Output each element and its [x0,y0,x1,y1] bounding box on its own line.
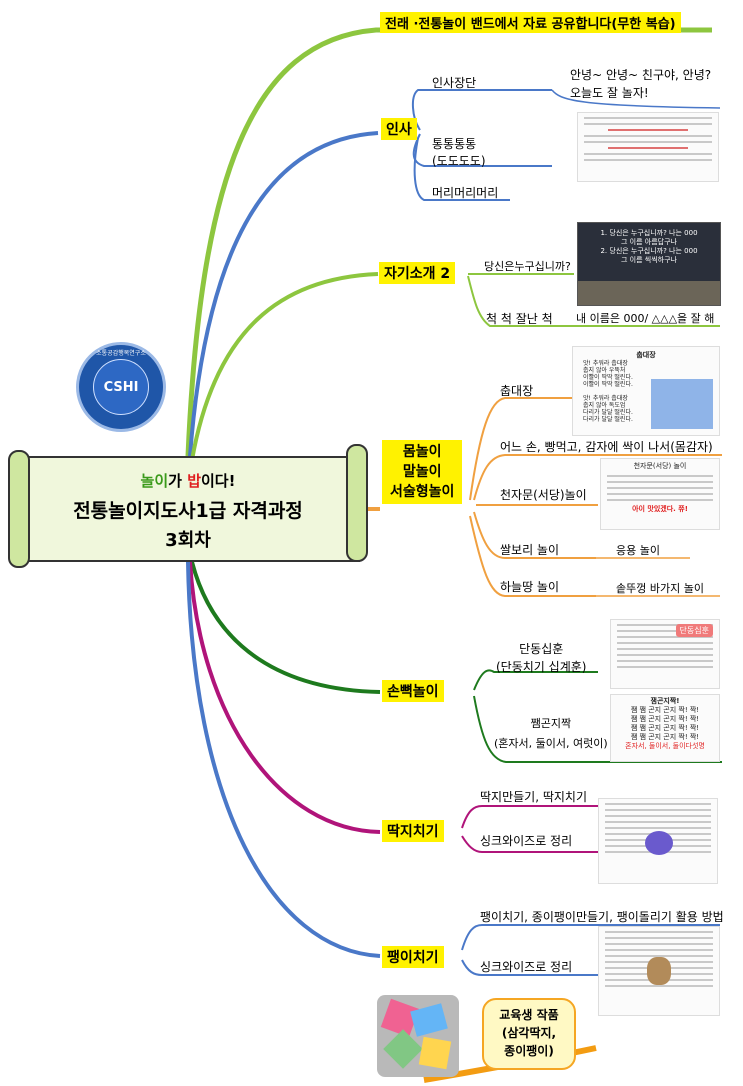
body-item-2[interactable]: 어느 손, 빵먹고, 감자에 싹이 나서(몸감자) [500,440,713,454]
intro-class-photo: 1. 당신은 누구십니까? 나는 000 그 이름 아름답구나 2. 당신은 누… [577,222,721,306]
logo-ring-text: 소통공감행복연구소 [96,350,146,357]
logo-text: CSHI [93,359,149,415]
chudaejang-thumb-title: 춥대장 [636,351,656,359]
greeting-item-1[interactable]: 인사장단 [432,76,477,90]
central-slogan: 놀이가 밥이다! [18,470,358,491]
link-top-branch [185,27,712,457]
paengi-mindmap-thumbnail [598,926,720,1016]
jam-line-3: 쨈 쨈 곤지 곤지 짝! 짝! [630,724,700,732]
topic-greeting[interactable]: 인사 [381,118,417,140]
topic-ddakji[interactable]: 딱지치기 [382,820,444,842]
thousand-thumb-red: 아이 맛있겠다. 쮸! [632,505,688,513]
topic-paengi[interactable]: 팽이치기 [382,946,444,968]
chudaejang-thumbnail: 춥대장 앗! 추워라 춥대장 춥지 않아 우뚝처 이빨이 딱딱 떨린다. 이빨이… [572,346,720,436]
thousand-char-thumbnail: 천자문(서당) 놀이 아이 맛있겠다. 쮸! [600,458,720,530]
link-paengi [186,561,381,958]
slogan-end: 이다! [201,472,236,490]
student-works-bubble[interactable]: 교육생 작품 (삼각딱지, 종이팽이) [482,998,576,1070]
link-hand-1 [473,669,598,691]
greeting-note: 안녕~ 안녕~ 친구야, 안녕? 오늘도 잘 놀자! [570,68,712,100]
intro-item-2[interactable]: 척 척 잘난 척 [486,312,553,326]
link-hand [190,561,381,694]
link-intro [190,272,379,461]
slogan-rice: 밥 [187,472,201,490]
jam-thumbnail: 잼곤지짝! 쨈 쨈 곤지 곤지 짝! 짝! 쨈 쨈 곤지 곤지 짝! 짝! 쨈 … [610,694,720,762]
body-item-5[interactable]: 하늘땅 놀이 [500,580,560,594]
intro-note: 내 이름은 000/ △△△을 잘 해 [576,312,715,325]
jam-line-4: 쨈 쨈 곤지 곤지 짝! 짝! [630,733,700,741]
link-greeting-note [551,89,721,109]
ddakji-item-1[interactable]: 딱지만들기, 딱지치기 [480,790,587,804]
link-body-1 [469,397,578,501]
link-greeting-3 [413,137,510,201]
intro-photo-text: 1. 당신은 누구십니까? 나는 000 그 이름 아름답구나 2. 당신은 누… [600,229,698,264]
sheet-music-thumbnail [577,112,719,182]
sky-note: 솥뚜껑 바가지 놀이 [616,582,704,595]
central-title: 전통놀이지도사1급 자격과정 [73,500,303,522]
topic-intro[interactable]: 자기소개 2 [379,262,456,284]
dandong-badge: 단동십훈 [675,624,713,637]
hand-item-1[interactable]: 단동십훈 (단동치기 십계훈) [496,642,587,674]
jam-thumb-title: 잼곤지짝! [650,697,680,705]
ddakji-item-2[interactable]: 싱크와이즈로 정리 [480,834,573,848]
hand-item-2[interactable]: 쨈곤지짝 (혼자서, 둘이서, 여럿이) [494,717,608,750]
slogan-particle: 가 [168,472,188,490]
link-hand-2 [473,695,722,763]
jam-line-1: 쨈 쨈 곤지 곤지 짝! 짝! [630,706,700,714]
chudaejang-thumb-text: 앗! 추워라 춥대장 춥지 않아 우뚝처 이빨이 딱딱 떨린다. 이빨이 딱딱 … [583,360,633,423]
student-works-label: 교육생 작품 (삼각딱지, 종이팽이) [499,1008,559,1058]
jam-thumb-red: 혼자서, 둘이서, 둘이다섯명 [625,742,705,750]
greeting-item-2[interactable]: 통통통통 (도도도도) [432,137,486,168]
link-ddakji-1 [461,805,598,829]
paengi-item-2[interactable]: 싱크와이즈로 정리 [480,960,573,974]
topic-hand-play[interactable]: 손뼉놀이 [382,680,444,702]
link-ddakji [188,561,381,834]
body-item-4[interactable]: 쌀보리 놀이 [500,543,560,557]
body-item-1[interactable]: 춥대장 [500,384,534,398]
link-body-4 [473,511,596,559]
link-body-2 [473,454,722,501]
ddakji-mindmap-thumbnail [598,798,718,884]
paengi-item-1[interactable]: 팽이치기, 종이팽이만들기, 팽이돌리기 활용 방법 [480,910,724,924]
thousand-thumb-title: 천자문(서당) 놀이 [633,462,687,470]
intro-item-1[interactable]: 당신은누구십니까? [484,260,571,273]
link-ddakji-2 [461,835,598,853]
slogan-play: 놀이 [140,472,169,490]
link-paengi-1 [461,924,720,951]
body-item-3[interactable]: 천자문(서당)놀이 [500,488,587,502]
greeting-item-3[interactable]: 머리머리머리 [432,186,499,200]
topic-body-play[interactable]: 몸놀이 말놀이 서술형놀이 [382,440,463,504]
central-topic[interactable]: 놀이가 밥이다! 전통놀이지도사1급 자격과정 3회차 [8,444,368,568]
link-paengi-2 [461,959,598,976]
ssal-note: 응용 놀이 [616,544,660,557]
link-intro-2 [467,275,720,327]
link-body-5 [469,515,596,597]
topic-band-share[interactable]: 전래 ·전통놀이 밴드에서 자료 공유합니다(무한 복습) [380,12,681,33]
link-greeting [188,131,379,457]
dandong-thumbnail: 단동십훈 [610,619,720,689]
central-session: 3회차 [165,530,211,551]
cshi-logo: 소통공감행복연구소 CSHI [76,342,166,432]
jam-line-2: 쨈 쨈 곤지 곤지 짝! 짝! [630,715,700,723]
student-crafts-photo [377,995,459,1077]
link-greeting-1 [412,89,552,131]
